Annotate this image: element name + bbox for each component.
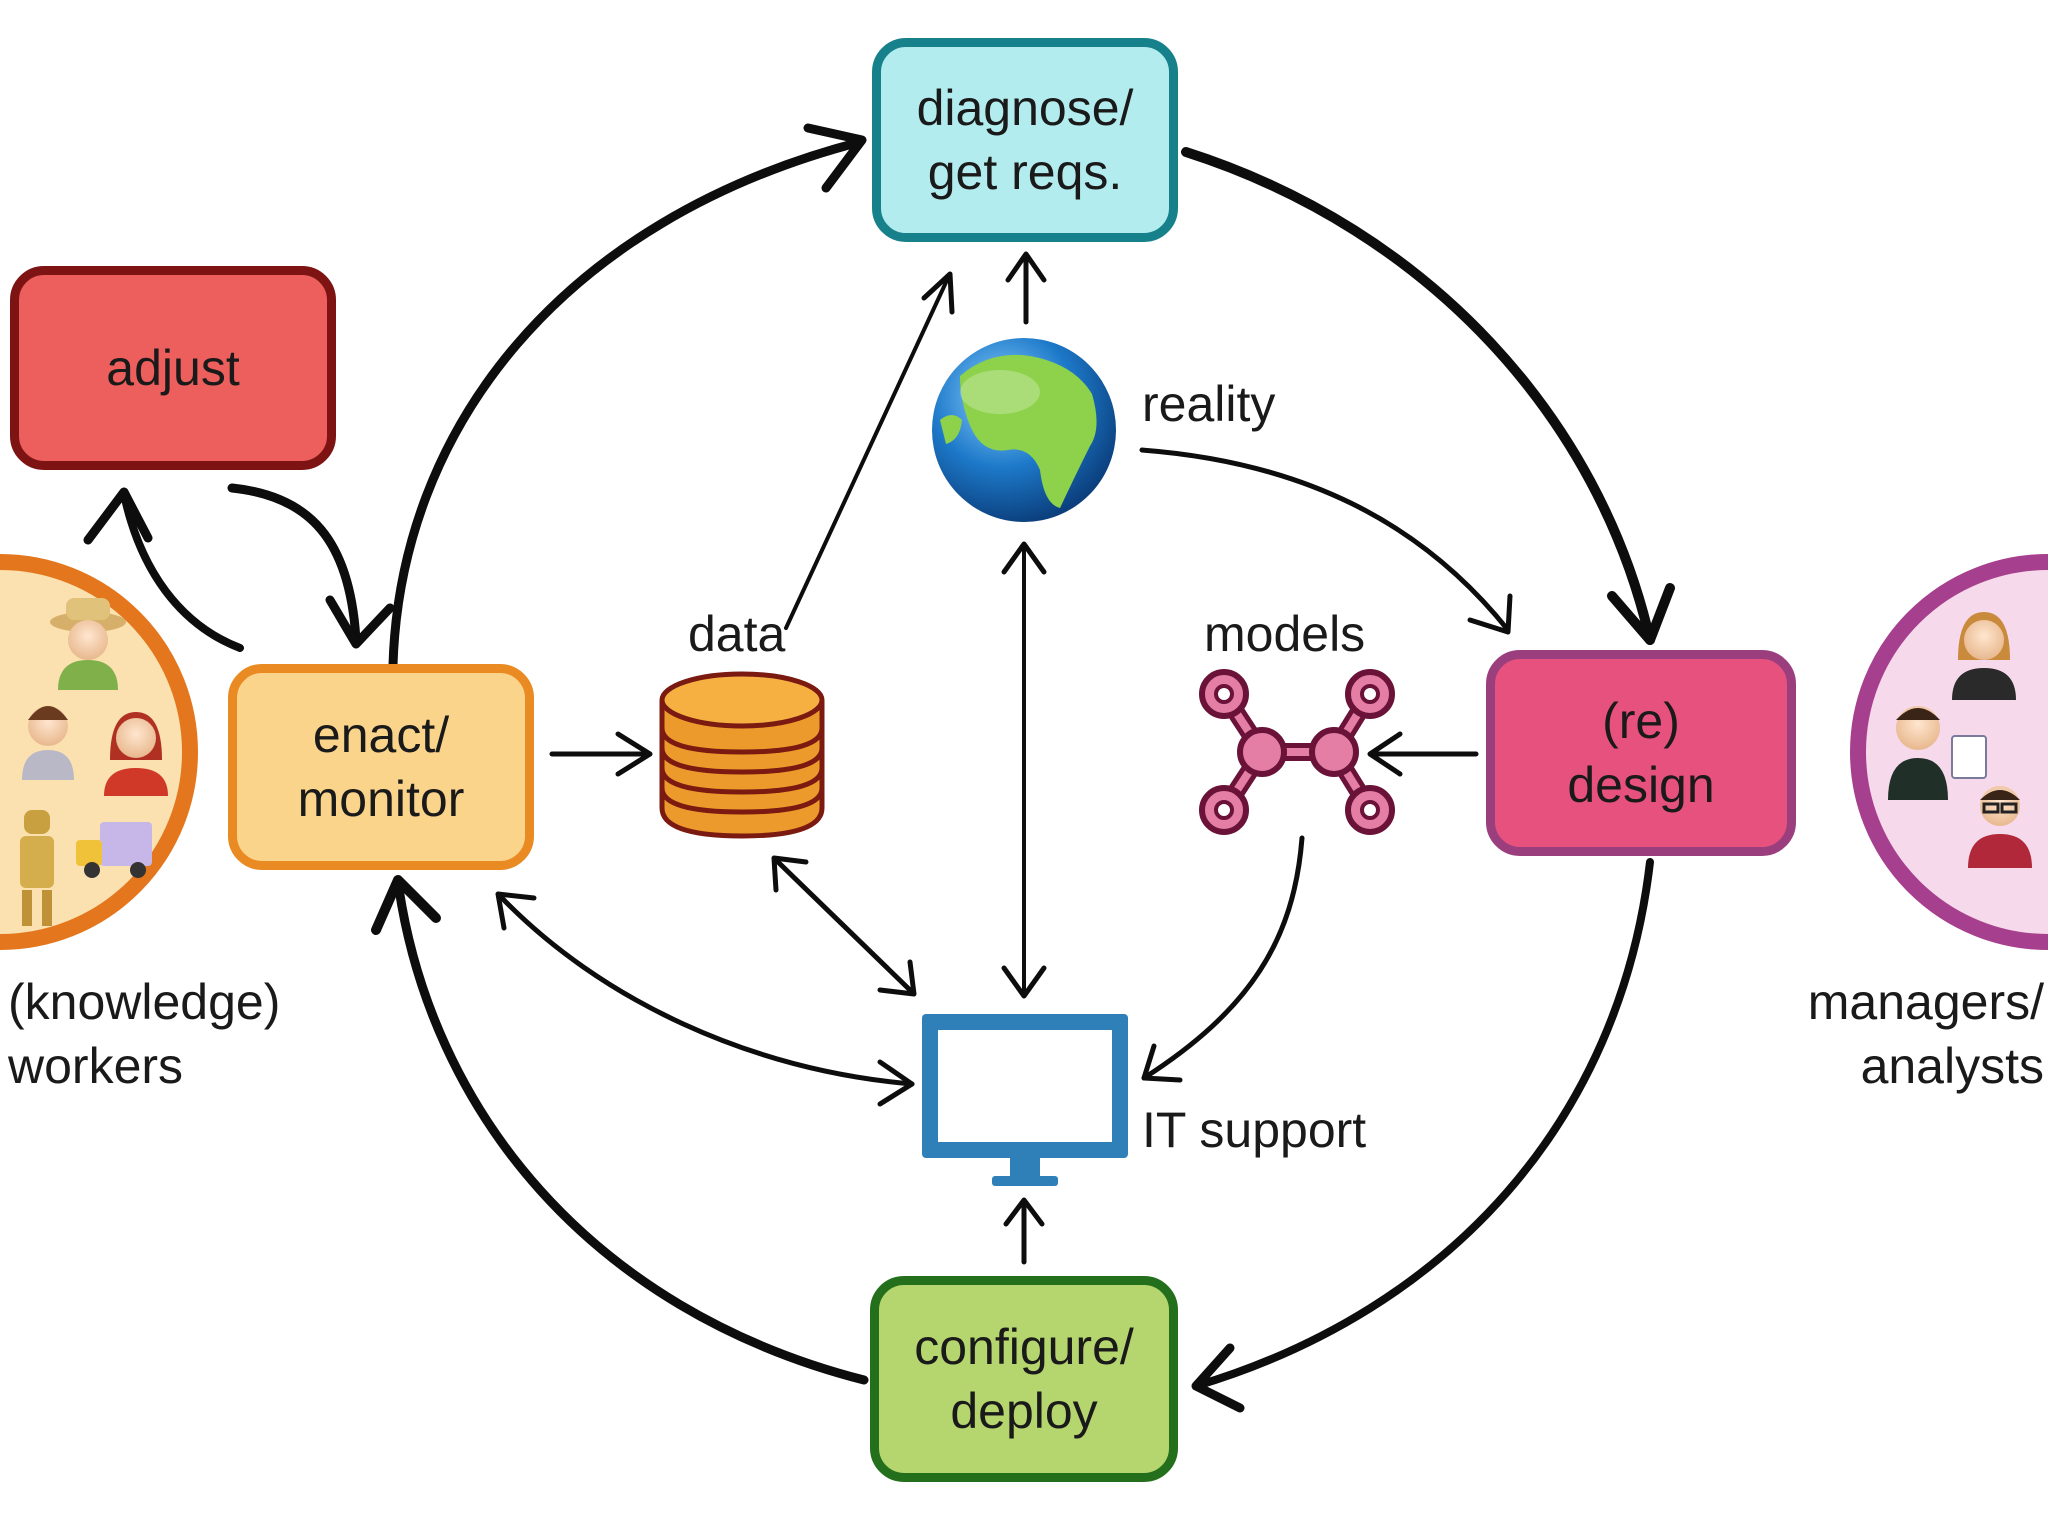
globe-icon — [932, 338, 1116, 522]
woman-manager-icon — [1952, 612, 2016, 700]
arrow-reality-to-design — [1139, 447, 1511, 633]
workers-line-2: workers — [8, 1038, 184, 1094]
arrowhead-diagnose-bottom-left — [921, 271, 955, 315]
design-box: (re) design — [1486, 650, 1796, 856]
data-label: data — [688, 606, 786, 662]
reality-label: reality — [1142, 376, 1276, 432]
arrowhead-it-bottom — [1003, 1197, 1045, 1227]
arrow-workers-to-adjust — [120, 490, 244, 652]
configure-box: configure/ deploy — [870, 1276, 1178, 1482]
design-line-1: (re) — [1602, 693, 1680, 749]
arrowhead-data-bottom — [771, 855, 809, 893]
monitor-icon — [922, 1014, 1128, 1186]
arrowhead-it-top-left — [877, 959, 917, 997]
workers-group-icon — [0, 554, 198, 950]
arrow-data-to-diagnose — [784, 276, 950, 630]
arrowhead-adjust-bottom — [83, 487, 153, 545]
arrow-diagnose-to-design — [1181, 147, 1655, 645]
managers-label: managers/ analysts — [1808, 970, 2044, 1098]
it-support-label: IT support — [1142, 1102, 1367, 1158]
arrowhead-enact-top — [325, 595, 395, 649]
truck-icon — [76, 822, 152, 878]
workers-line-1: (knowledge) — [8, 974, 281, 1030]
model-graph-icon — [1199, 669, 1395, 835]
woman-icon — [104, 712, 168, 796]
arrowhead-models-right — [1367, 731, 1403, 777]
diagnose-line-2: get reqs. — [927, 144, 1123, 200]
arrow-configure-to-enact — [393, 877, 869, 1385]
arrow-enact-it — [497, 893, 915, 1087]
arrowhead-data-left — [615, 731, 653, 777]
database-icon — [659, 671, 825, 839]
arrowhead-enact-bottom-right — [495, 891, 537, 931]
arrow-models-to-it — [1141, 835, 1305, 1081]
arrowhead-it-right — [1141, 1043, 1183, 1083]
enact-line-2: monitor — [297, 771, 465, 827]
analyst-icon — [1968, 786, 2032, 868]
arrow-data-it — [775, 859, 915, 995]
arrowhead-it-left — [877, 1059, 915, 1107]
arrowhead-diagnose-bottom — [1005, 251, 1047, 283]
arrow-design-to-configure — [1192, 858, 1654, 1390]
diagnose-box: diagnose/ get reqs. — [872, 38, 1178, 242]
arrowhead-configure-right — [1191, 1343, 1245, 1413]
arrowhead-enact-bottom — [371, 875, 441, 935]
managers-group-icon — [1850, 554, 2048, 950]
configure-line-2: deploy — [950, 1383, 1098, 1439]
managers-line-1: managers/ — [1807, 974, 2044, 1030]
arrowhead-it-top — [1001, 965, 1047, 999]
arrowhead-reality-bottom — [1001, 541, 1047, 575]
operator-icon — [22, 706, 74, 780]
diagnose-line-1: diagnose/ — [916, 80, 1134, 136]
adjust-box: adjust — [10, 266, 336, 470]
managers-line-2: analysts — [1860, 1038, 2044, 1094]
robot-icon — [20, 810, 54, 926]
arrowhead-diagnose-left — [803, 123, 867, 193]
arrowhead-design-top — [1607, 583, 1675, 645]
arrow-enact-to-diagnose — [388, 137, 865, 670]
enact-line-1: enact/ — [312, 707, 450, 763]
models-label: models — [1204, 606, 1366, 662]
arrow-adjust-to-enact — [227, 483, 361, 645]
farmer-icon — [50, 598, 126, 690]
configure-line-1: configure/ — [914, 1319, 1134, 1375]
businessman-icon — [1888, 706, 1987, 800]
design-line-2: design — [1567, 757, 1715, 813]
adjust-label: adjust — [106, 340, 240, 396]
enact-box: enact/ monitor — [228, 664, 534, 870]
workers-label: (knowledge) workers — [8, 970, 280, 1098]
arrowhead-design-left — [1467, 593, 1513, 635]
